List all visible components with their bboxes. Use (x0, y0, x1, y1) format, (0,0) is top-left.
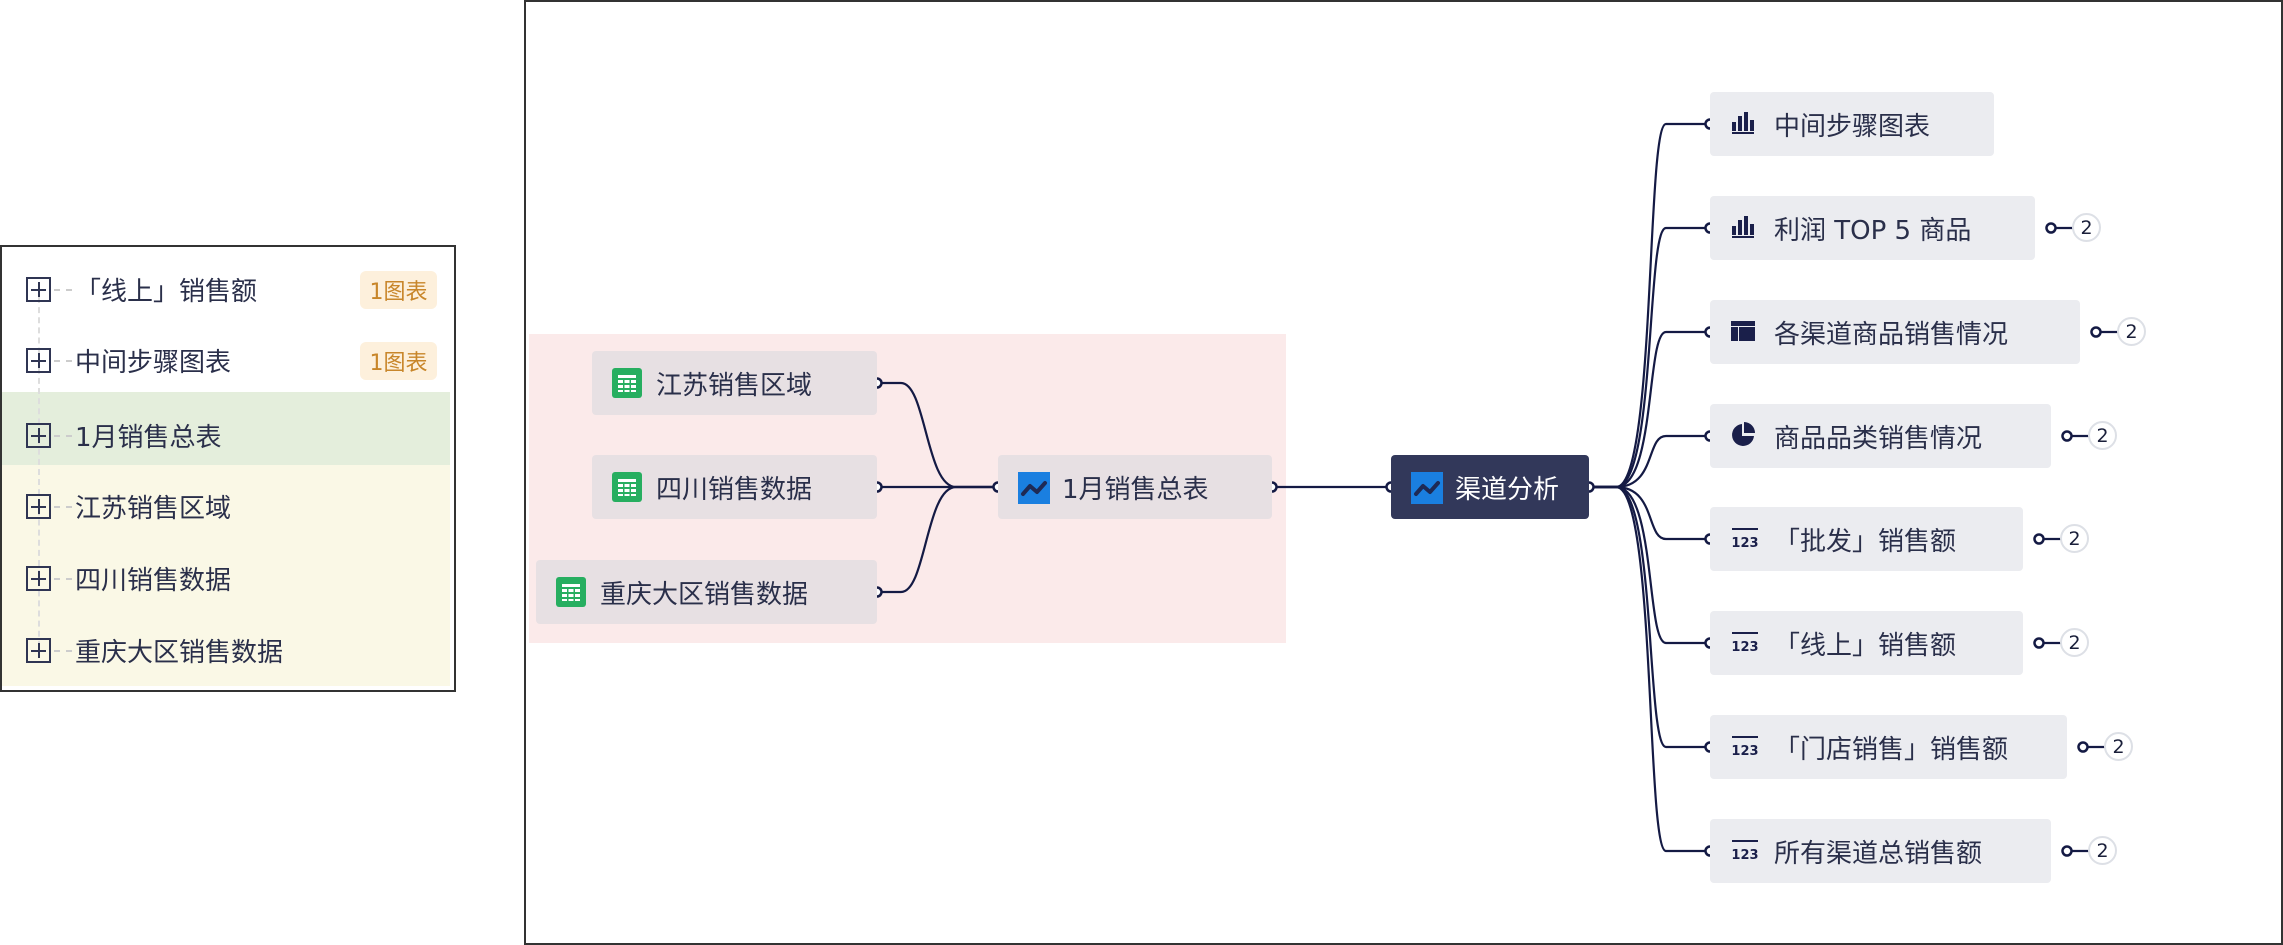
expand-icon[interactable] (26, 423, 51, 448)
number-icon: 123 (1730, 628, 1760, 658)
tree-dash (54, 288, 72, 291)
tree-item[interactable]: 重庆大区销售数据 (2, 615, 450, 686)
downstream-count-badge[interactable]: 2 (2117, 317, 2146, 346)
tree-item-label: 重庆大区销售数据 (75, 638, 284, 668)
tree-item-label: 四川销售数据 (75, 566, 232, 596)
svg-text:123: 123 (1731, 848, 1758, 862)
tree-item-label: 中间步骤图表 (75, 348, 232, 378)
output-node[interactable]: 利润 TOP 5 商品 (1710, 196, 2035, 260)
root-node[interactable]: 渠道分析 (1391, 455, 1589, 519)
node-label: 「门店销售」销售额 (1774, 734, 2009, 765)
lineage-canvas[interactable]: 江苏销售区域四川销售数据重庆大区销售数据 1月销售总表 渠道分析 中间步骤图表利润 T… (524, 0, 2283, 945)
tree-item[interactable]: 中间步骤图表 1图表 (2, 325, 450, 396)
downstream-count-badge[interactable]: 2 (2072, 213, 2101, 242)
svg-text:123: 123 (1731, 744, 1758, 758)
tree-dash (54, 577, 72, 580)
tree-item-label: 「线上」销售额 (75, 277, 258, 307)
node-label: 渠道分析 (1455, 474, 1560, 505)
pie-chart-icon (1730, 421, 1760, 451)
middle-node[interactable]: 1月销售总表 (998, 455, 1272, 519)
bar-chart-icon (1730, 109, 1760, 139)
port-dot[interactable] (2090, 326, 2102, 338)
selected-row-highlight (2, 392, 450, 465)
tree-dash (54, 359, 72, 362)
tree-item[interactable]: 1月销售总表 (2, 400, 450, 471)
expand-icon[interactable] (26, 566, 51, 591)
source-node[interactable]: 四川销售数据 (592, 455, 877, 519)
table-icon (556, 577, 586, 607)
node-label: 利润 TOP 5 商品 (1774, 215, 1972, 246)
edge (1589, 485, 1710, 541)
output-node[interactable]: 123 「门店销售」销售额 (1710, 715, 2067, 779)
group-highlight (2, 465, 450, 686)
tree-connector-line (38, 297, 40, 657)
downstream-count-badge[interactable]: 2 (2104, 732, 2133, 761)
port-dot[interactable] (2061, 430, 2073, 442)
downstream-count-badge[interactable]: 2 (2060, 628, 2089, 657)
bar-chart-icon (1730, 213, 1760, 243)
port-dot[interactable] (2061, 845, 2073, 857)
edge (1589, 226, 1710, 489)
svg-text:123: 123 (1731, 640, 1758, 654)
node-label: 江苏销售区域 (656, 370, 813, 401)
expand-icon[interactable] (26, 638, 51, 663)
downstream-count-badge[interactable]: 2 (2060, 524, 2089, 553)
node-label: 「批发」销售额 (1774, 526, 1957, 557)
node-label: 中间步骤图表 (1774, 111, 1931, 142)
port-dot[interactable] (2033, 533, 2045, 545)
output-node[interactable]: 123 「线上」销售额 (1710, 611, 2023, 675)
output-node[interactable]: 123 所有渠道总销售额 (1710, 819, 2051, 883)
node-label: 各渠道商品销售情况 (1774, 319, 2009, 350)
pivot-table-icon (1730, 317, 1760, 347)
output-node[interactable]: 中间步骤图表 (1710, 92, 1994, 156)
table-icon (612, 368, 642, 398)
expand-icon[interactable] (26, 494, 51, 519)
node-label: 重庆大区销售数据 (600, 579, 809, 610)
expand-icon[interactable] (26, 277, 51, 302)
expand-icon[interactable] (26, 348, 51, 373)
edge (1589, 330, 1710, 489)
number-icon: 123 (1730, 732, 1760, 762)
source-node[interactable]: 江苏销售区域 (592, 351, 877, 415)
edge (1589, 485, 1710, 853)
tree-dash (54, 505, 72, 508)
tree-item[interactable]: 江苏销售区域 (2, 471, 450, 542)
tree-item[interactable]: 四川销售数据 (2, 543, 450, 614)
source-node[interactable]: 重庆大区销售数据 (536, 560, 877, 624)
line-chart-icon (1411, 472, 1443, 504)
tree-item-label: 1月销售总表 (75, 423, 222, 453)
tree-dash (54, 434, 72, 437)
edge (1589, 485, 1710, 749)
edge (1589, 122, 1710, 489)
port-dot[interactable] (2077, 741, 2089, 753)
tree-item-label: 江苏销售区域 (75, 494, 232, 524)
line-chart-icon (1018, 472, 1050, 504)
output-node[interactable]: 各渠道商品销售情况 (1710, 300, 2080, 364)
output-node[interactable]: 商品品类销售情况 (1710, 404, 2051, 468)
tree-item[interactable]: 「线上」销售额 1图表 (2, 254, 450, 325)
downstream-count-badge[interactable]: 2 (2088, 836, 2117, 865)
edge (877, 381, 998, 489)
chart-count-badge: 1图表 (360, 341, 437, 380)
node-label: 四川销售数据 (656, 474, 813, 505)
tree-dash (54, 649, 72, 652)
edge (1589, 485, 1710, 645)
node-label: 1月销售总表 (1062, 474, 1209, 505)
output-node[interactable]: 123 「批发」销售额 (1710, 507, 2023, 571)
node-label: 商品品类销售情况 (1774, 423, 1983, 454)
edge (1589, 434, 1710, 489)
svg-text:123: 123 (1731, 536, 1758, 550)
node-label: 所有渠道总销售额 (1774, 838, 1983, 869)
number-icon: 123 (1730, 836, 1760, 866)
port-dot[interactable] (2045, 222, 2057, 234)
node-label: 「线上」销售额 (1774, 630, 1957, 661)
edge (877, 485, 998, 594)
downstream-count-badge[interactable]: 2 (2088, 421, 2117, 450)
number-icon: 123 (1730, 524, 1760, 554)
port-dot[interactable] (2033, 637, 2045, 649)
chart-count-badge: 1图表 (360, 270, 437, 309)
table-icon (612, 472, 642, 502)
